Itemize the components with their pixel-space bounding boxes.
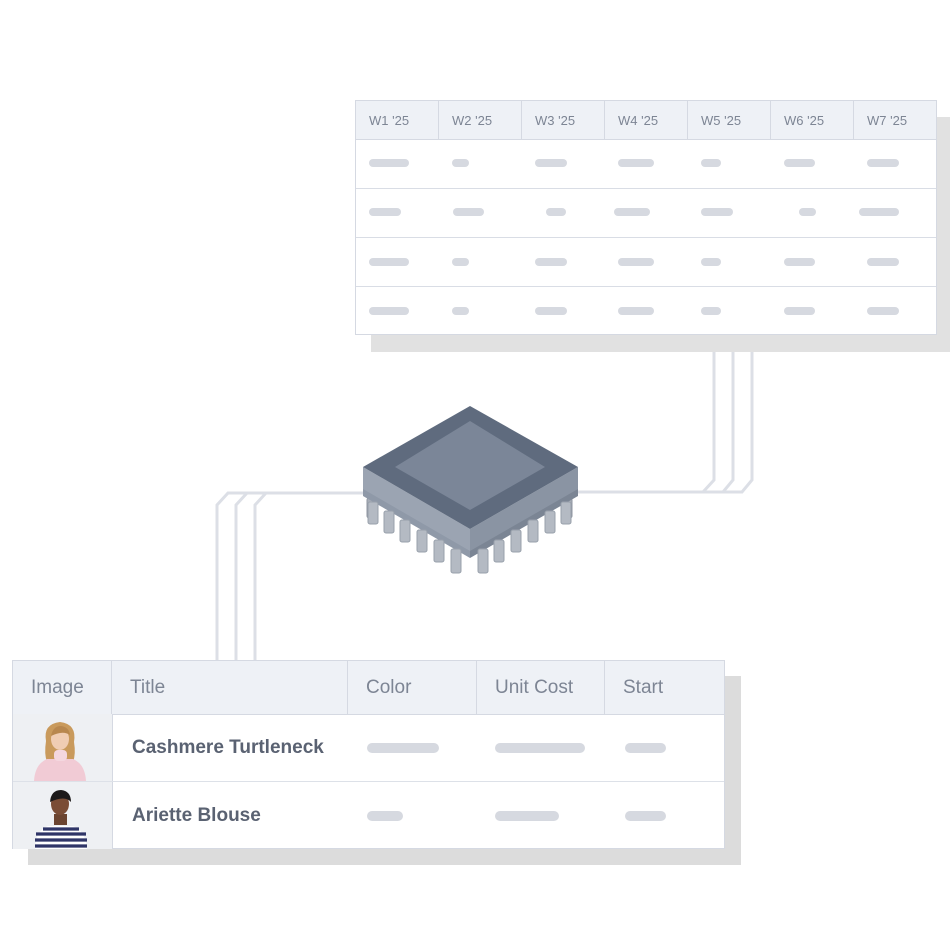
week-column-header: W6 '25 — [771, 101, 854, 139]
placeholder-bar — [535, 258, 567, 266]
placeholder-bar — [867, 258, 899, 266]
placeholder-bar — [452, 307, 469, 315]
placeholder-bar — [452, 258, 469, 266]
placeholder-bar — [618, 258, 654, 266]
table-row: Cashmere Turtleneck — [13, 714, 724, 782]
placeholder-bar — [701, 307, 721, 315]
column-header-color: Color — [348, 661, 477, 714]
placeholder-bar — [701, 159, 721, 167]
placeholder-bar — [784, 307, 815, 315]
placeholder-bar — [867, 159, 899, 167]
table-row — [356, 188, 936, 238]
placeholder-bar — [784, 258, 815, 266]
placeholder-bar — [546, 208, 566, 216]
column-header-start: Start — [623, 677, 664, 698]
product-title: Ariette Blouse — [132, 805, 261, 826]
weekly-table: W1 '25 W2 '25 W3 '25 W4 '25 W5 '25 W6 '2… — [355, 100, 937, 335]
placeholder-bar — [614, 208, 650, 216]
table-row — [356, 139, 936, 189]
week-column-header: W3 '25 — [522, 101, 605, 139]
placeholder-bar — [535, 307, 567, 315]
placeholder-bar — [369, 208, 401, 216]
woman-pink-turtleneck-photo — [13, 714, 112, 781]
products-table: Image Title Color Unit Cost Start Cashme… — [12, 660, 725, 849]
table-row: Ariette Blouse — [13, 782, 724, 849]
placeholder-bar — [701, 258, 721, 266]
placeholder-bar — [799, 208, 816, 216]
product-title: Cashmere Turtleneck — [132, 737, 324, 758]
week-column-header: W7 '25 — [867, 113, 908, 128]
placeholder-bar — [367, 743, 439, 753]
placeholder-bar — [369, 159, 409, 167]
week-column-header: W1 '25 — [356, 101, 439, 139]
placeholder-bar — [784, 159, 815, 167]
product-image — [13, 782, 113, 849]
weekly-table-header: W1 '25 W2 '25 W3 '25 W4 '25 W5 '25 W6 '2… — [356, 101, 936, 140]
placeholder-bar — [618, 159, 654, 167]
product-image — [13, 714, 113, 781]
table-row — [356, 237, 936, 287]
cpu-chip-icon — [363, 406, 578, 574]
placeholder-bar — [618, 307, 654, 315]
column-header-unit-cost: Unit Cost — [477, 661, 605, 714]
placeholder-bar — [495, 811, 559, 821]
placeholder-bar — [867, 307, 899, 315]
placeholder-bar — [369, 258, 409, 266]
placeholder-bar — [859, 208, 899, 216]
week-column-header: W5 '25 — [688, 101, 771, 139]
placeholder-bar — [452, 159, 469, 167]
placeholder-bar — [535, 159, 567, 167]
placeholder-bar — [367, 811, 403, 821]
week-column-header: W2 '25 — [439, 101, 522, 139]
woman-striped-sweater-photo — [13, 782, 112, 849]
column-header-image: Image — [13, 661, 112, 714]
week-column-header: W4 '25 — [605, 101, 688, 139]
placeholder-bar — [495, 743, 585, 753]
placeholder-bar — [453, 208, 484, 216]
column-header-title: Title — [112, 661, 348, 714]
table-row — [356, 287, 936, 336]
placeholder-bar — [625, 811, 666, 821]
placeholder-bar — [701, 208, 733, 216]
placeholder-bar — [625, 743, 666, 753]
placeholder-bar — [369, 307, 409, 315]
products-table-header: Image Title Color Unit Cost Start — [13, 661, 724, 715]
